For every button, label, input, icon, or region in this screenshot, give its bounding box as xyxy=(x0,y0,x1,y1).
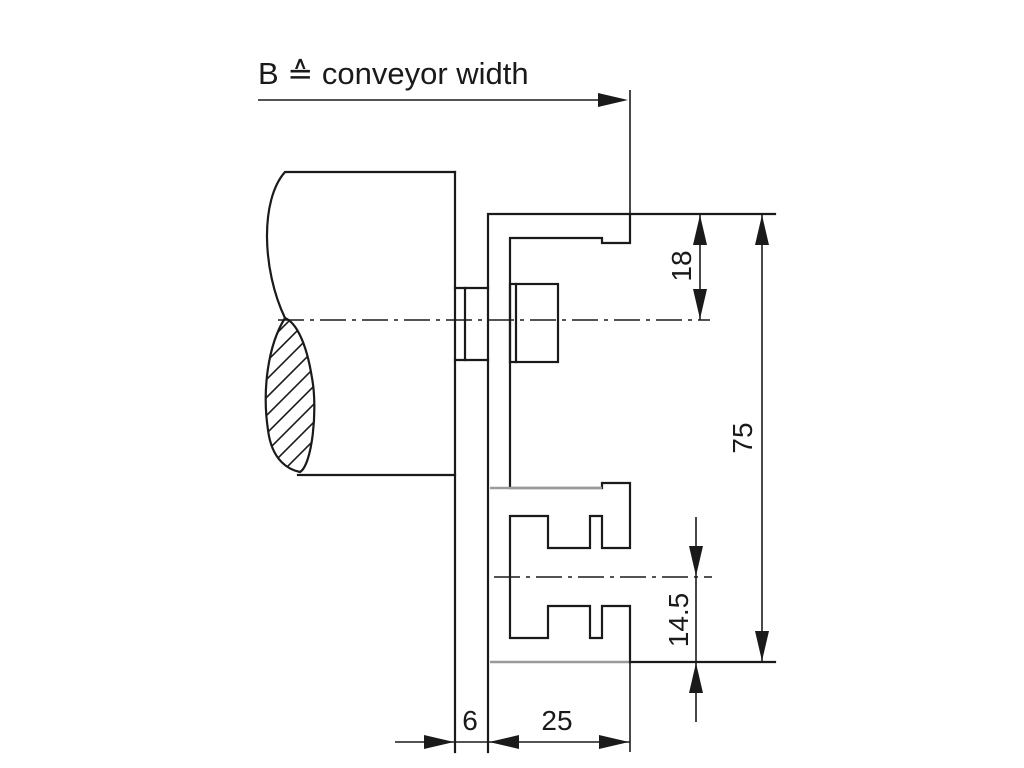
dimension-14-5 xyxy=(689,517,703,722)
dimension-label-75: 75 xyxy=(727,422,758,453)
dimension-label-14-5: 14.5 xyxy=(663,593,694,648)
shaft-journal xyxy=(453,286,490,362)
conveyor-width-dimension xyxy=(258,90,631,215)
dimension-18 xyxy=(693,214,707,320)
dimension-label-25: 25 xyxy=(541,705,572,736)
dimension-label-18: 18 xyxy=(666,250,697,281)
aluminium-profile xyxy=(486,212,777,754)
roller-shaft xyxy=(264,170,457,754)
conveyor-width-label: B ≙ conveyor width xyxy=(258,56,529,91)
dimension-75 xyxy=(755,214,769,662)
bolt-head xyxy=(508,282,560,364)
dimension-label-6: 6 xyxy=(462,705,478,736)
dimension-6-25 xyxy=(395,662,631,752)
